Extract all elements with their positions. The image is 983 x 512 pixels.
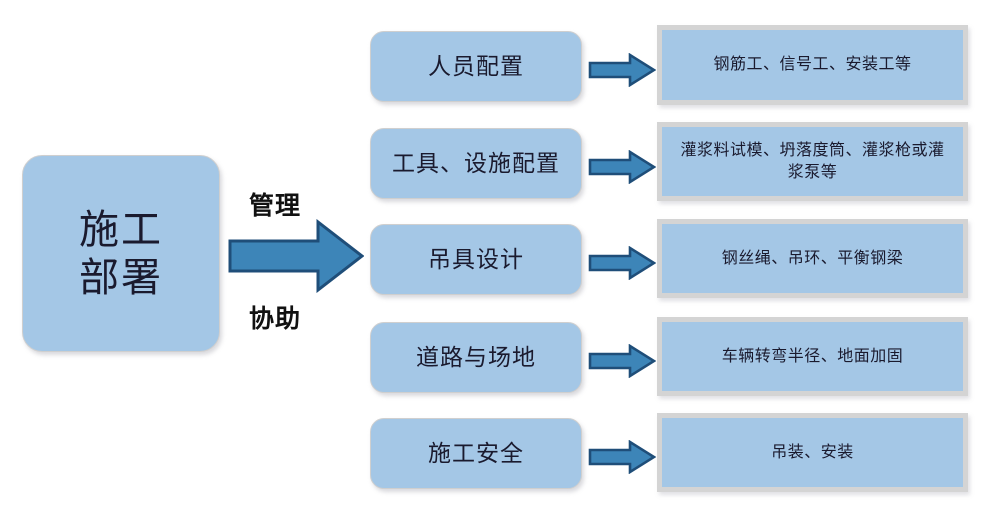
branch-arrow-5 (588, 439, 657, 475)
root-node-construction-deployment[interactable]: 施工 部署 (22, 155, 220, 352)
branch-arrow-2 (588, 149, 657, 185)
category-node-1-label: 人员配置 (428, 53, 524, 79)
category-node-4-label: 道路与场地 (416, 344, 536, 370)
category-node-4[interactable]: 道路与场地 (370, 322, 582, 393)
detail-node-3[interactable]: 钢丝绳、吊环、平衡钢梁 (657, 219, 968, 298)
detail-node-4-label: 车辆转弯半径、地面加固 (721, 347, 904, 365)
detail-node-4[interactable]: 车辆转弯半径、地面加固 (657, 317, 968, 396)
category-node-3-label: 吊具设计 (428, 246, 524, 272)
edge-label-assist: 协助 (249, 305, 302, 333)
category-node-1[interactable]: 人员配置 (370, 31, 582, 102)
category-node-5-label: 施工安全 (428, 440, 524, 466)
category-node-2[interactable]: 工具、设施配置 (370, 128, 582, 199)
detail-node-1[interactable]: 钢筋工、信号工、安装工等 (657, 25, 968, 105)
root-node-label-line-2: 部署 (79, 254, 163, 300)
detail-node-3-label: 钢丝绳、吊环、平衡钢梁 (721, 249, 904, 267)
edge-label-manage: 管理 (249, 192, 302, 220)
detail-node-5-label: 吊装、安装 (771, 443, 854, 461)
detail-node-1-label: 钢筋工、信号工、安装工等 (713, 56, 912, 74)
root-node-label: 施工 部署 (73, 206, 169, 300)
category-node-5[interactable]: 施工安全 (370, 418, 582, 489)
root-node-label-line-1: 施工 (79, 207, 163, 253)
branch-arrow-1 (588, 52, 657, 88)
detail-node-2-label: 灌浆料试模、坍落度筒、灌浆枪或灌浆泵等 (680, 141, 945, 181)
category-node-2-label: 工具、设施配置 (392, 150, 560, 176)
branch-arrow-4 (588, 343, 657, 379)
detail-node-2[interactable]: 灌浆料试模、坍落度筒、灌浆枪或灌浆泵等 (657, 122, 968, 201)
detail-node-5[interactable]: 吊装、安装 (657, 413, 968, 492)
category-node-3[interactable]: 吊具设计 (370, 224, 582, 295)
main-flow-arrow (228, 218, 365, 294)
branch-arrow-3 (588, 245, 657, 281)
